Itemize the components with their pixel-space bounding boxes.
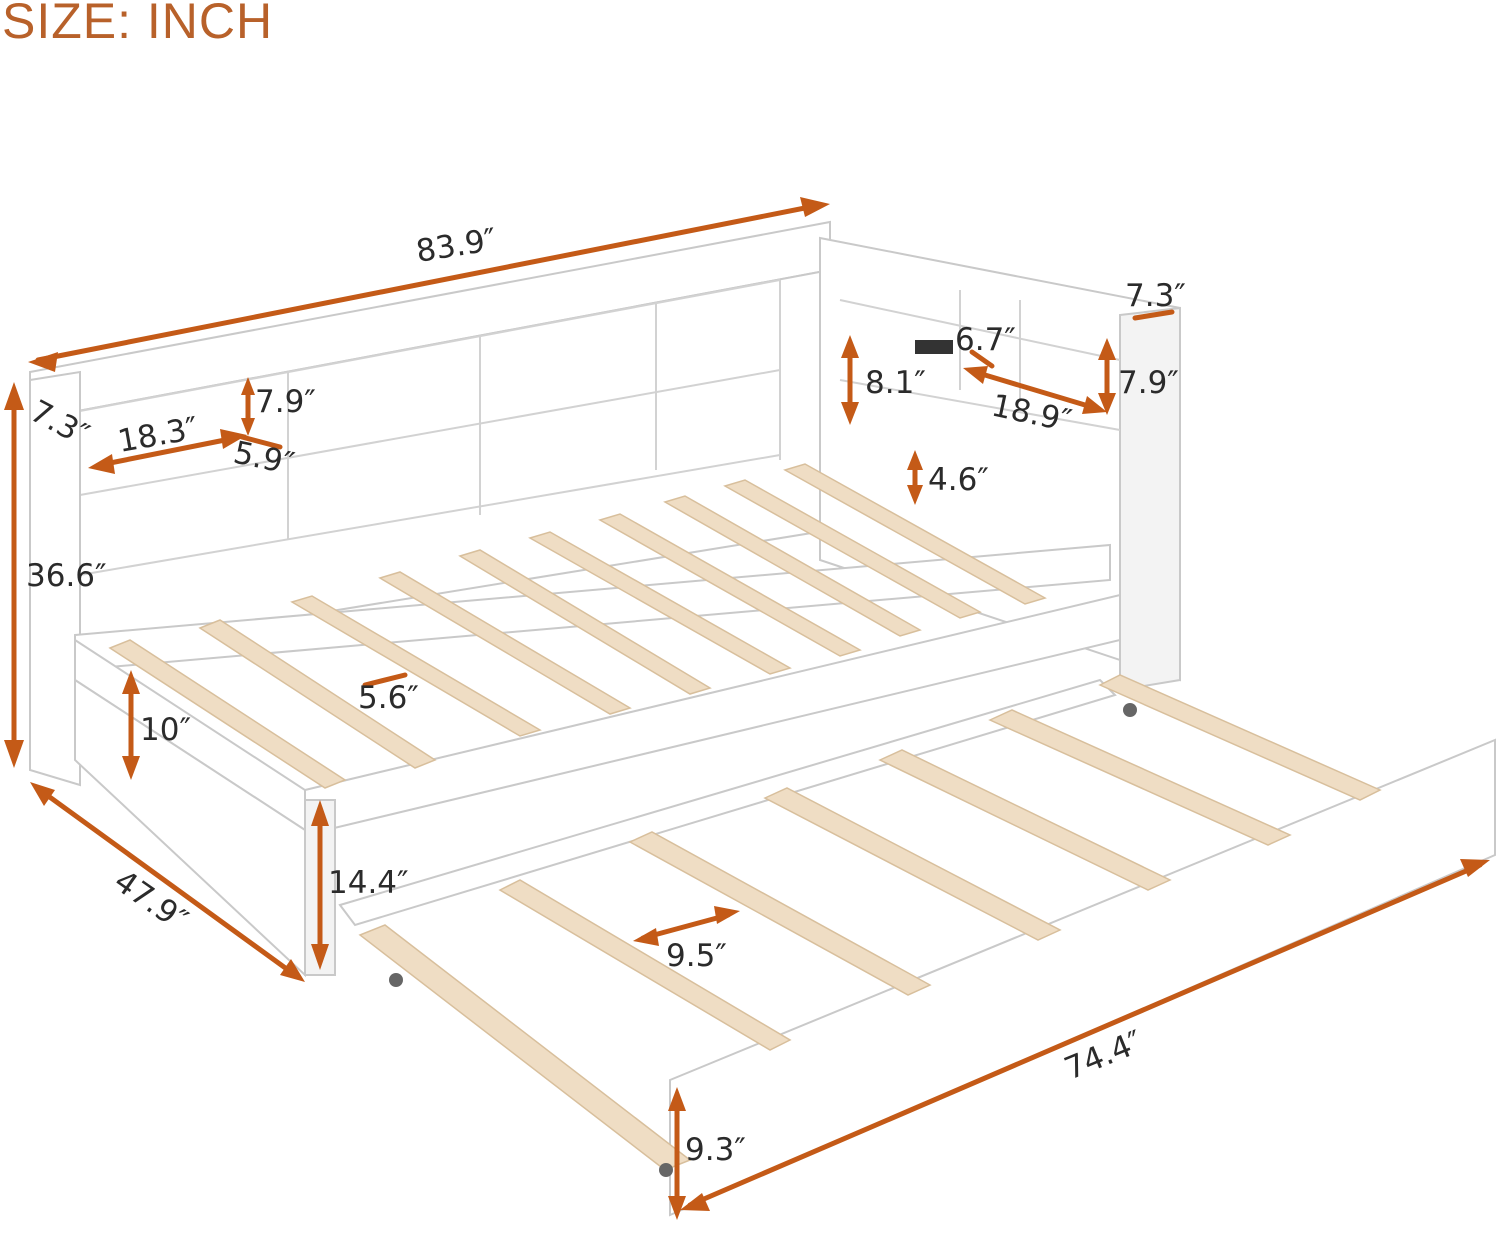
- dim-arrow-overall-length: [35, 202, 823, 363]
- arrow-head: [30, 782, 55, 806]
- arrow-head: [800, 197, 830, 217]
- dimension-arrows: [4, 197, 1490, 1220]
- dimension-labels: 83.9″ 7.3″ 7.3″ 6.7″ 8.1″ 7.9″ 18.9″ 4.6…: [24, 222, 1186, 1168]
- trundle-side-rail: [358, 924, 692, 1171]
- label-usb-panel-height: 6.7″: [955, 322, 1016, 358]
- arrow-head: [122, 670, 140, 694]
- arrow-head: [311, 800, 329, 826]
- arrow-head: [668, 1087, 686, 1111]
- arrow-head: [280, 959, 305, 982]
- arrow-head: [311, 944, 329, 970]
- size-unit-title: SIZE: INCH: [2, 0, 274, 49]
- arrow-head: [220, 429, 247, 449]
- arrow-head: [714, 906, 740, 924]
- label-rail-height: 10″: [140, 712, 191, 748]
- dim-arrow-slat-spacing: [362, 672, 408, 688]
- arrow-head: [1460, 859, 1490, 877]
- trundle: [338, 674, 1496, 1217]
- arrow-head: [122, 756, 140, 780]
- dim-arrow-shelf-width: [97, 435, 238, 468]
- arrow-head: [88, 454, 115, 474]
- label-rail-gap: 4.6″: [928, 462, 989, 498]
- dim-arrow-shelf-depth: [239, 434, 283, 450]
- dim-arrow-overall-width: [37, 787, 298, 978]
- dim-arrow-usb-panel: [969, 349, 995, 369]
- label-overall-length: 83.9″: [414, 222, 499, 270]
- arrow-head: [633, 928, 659, 946]
- caster-wheel: [389, 973, 403, 987]
- left-post: [29, 370, 81, 787]
- dim-arrow-trundle-slat-spacing: [640, 912, 731, 941]
- arrow-head: [1082, 396, 1107, 414]
- dim-arrow-side-shelf-width: [972, 369, 1098, 411]
- label-shelf-height: 7.9″: [255, 384, 316, 420]
- label-side-depth-right: 7.3″: [1125, 278, 1186, 314]
- label-trundle-height: 9.3″: [685, 1132, 746, 1168]
- bed-slats: [108, 463, 1047, 789]
- dim-arrow-trundle-length: [687, 862, 1483, 1208]
- arrow-head: [1098, 393, 1116, 415]
- label-slat-spacing: 5.6″: [358, 680, 419, 716]
- label-overall-width: 47.9″: [107, 863, 194, 939]
- arrow-head: [4, 740, 24, 768]
- arrow-head: [680, 1193, 710, 1211]
- label-floor-clearance: 14.4″: [328, 865, 409, 901]
- back-bookcase: [29, 220, 831, 662]
- arrow-head: [1098, 338, 1116, 360]
- label-overall-height: 36.6″: [26, 558, 107, 594]
- arrow-head: [841, 335, 859, 358]
- label-trundle-slat-spacing: 9.5″: [666, 938, 727, 974]
- label-side-shelf-outer: 7.9″: [1118, 365, 1179, 401]
- arrow-head: [963, 366, 988, 384]
- caster-wheel: [659, 1163, 673, 1177]
- arrow-head: [241, 418, 255, 436]
- usb-charging-port: [915, 340, 953, 354]
- label-side-shelf-inner: 8.1″: [865, 365, 926, 401]
- caster-wheel: [1123, 703, 1137, 717]
- arrow-head: [4, 382, 24, 410]
- arrow-head: [28, 352, 58, 372]
- arrow-head: [907, 450, 923, 470]
- arrow-head: [907, 485, 923, 505]
- arrow-head: [841, 402, 859, 425]
- arrow-head: [668, 1196, 686, 1220]
- dim-arrow-side-depth: [1132, 309, 1175, 321]
- arrow-head: [241, 377, 255, 395]
